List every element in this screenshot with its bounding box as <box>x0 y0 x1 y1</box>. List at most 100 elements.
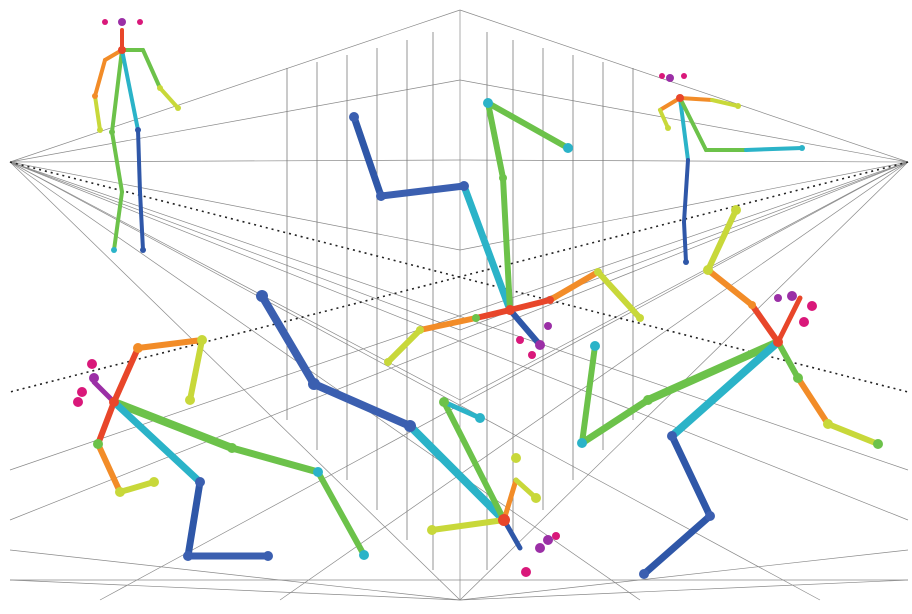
skeleton-joint <box>498 514 510 526</box>
skeleton-joint <box>135 127 141 133</box>
skeleton-bone <box>314 384 410 426</box>
skeleton-bone <box>672 436 710 516</box>
pose-figures <box>73 18 883 579</box>
skeleton-joint <box>359 550 369 560</box>
skeleton-joint <box>531 493 541 503</box>
skeleton-bone <box>598 272 640 318</box>
skeleton-joint <box>666 74 674 82</box>
skeleton-joint <box>227 443 237 453</box>
skeleton-joint <box>774 294 782 302</box>
skeleton-bone <box>112 50 122 132</box>
skeleton-joint <box>133 343 143 353</box>
skeleton-joint <box>748 301 756 309</box>
skeleton-joint <box>92 93 98 99</box>
skeleton-joint <box>102 19 108 25</box>
horizon-lines <box>10 162 908 392</box>
skeleton-joint <box>109 129 115 135</box>
skeleton-joint <box>577 438 587 448</box>
skeleton-bone <box>114 192 122 250</box>
skeleton-bone <box>95 60 105 96</box>
skeleton-joint <box>703 265 713 275</box>
skeleton-bone <box>476 310 510 318</box>
skeleton-joint <box>594 268 602 276</box>
skeleton-joint <box>505 305 515 315</box>
skeleton-joint <box>873 439 883 449</box>
skeleton-joint <box>731 205 741 215</box>
skeleton-bone <box>190 340 202 400</box>
skeleton-bone <box>798 378 828 424</box>
skeleton-joint <box>735 103 741 109</box>
skeleton-joint <box>308 378 320 390</box>
skeleton-bone <box>778 298 800 342</box>
skeleton-bone <box>672 342 778 436</box>
skeleton-joint <box>118 18 126 26</box>
skeleton-joint <box>511 453 521 463</box>
skeleton-joint <box>197 335 207 345</box>
skeleton-joint <box>93 439 103 449</box>
skeleton-joint <box>256 290 268 302</box>
skeleton-joint <box>665 125 671 131</box>
skeleton-bone <box>98 444 120 492</box>
skeleton-bone <box>778 342 798 378</box>
skeleton-bone <box>138 130 140 192</box>
skeleton-bone <box>160 88 178 108</box>
skeleton-bone <box>752 305 778 342</box>
skeleton-joint <box>73 397 83 407</box>
skeleton-joint <box>799 145 805 151</box>
skeleton-bone <box>582 400 648 443</box>
skeleton-joint <box>483 98 493 108</box>
skeleton-joint <box>404 420 416 432</box>
skeleton-bone <box>381 186 464 196</box>
skeleton-bone <box>114 402 232 448</box>
skeleton-joint <box>528 351 536 359</box>
skeleton-bone <box>680 98 712 100</box>
skeleton-joint <box>639 569 649 579</box>
skeleton-joint <box>416 326 424 334</box>
skeleton-bone <box>684 222 686 262</box>
skeleton-joint <box>544 322 552 330</box>
skeleton-joint <box>799 317 809 327</box>
skeleton-joint <box>823 419 833 429</box>
skeleton-bone <box>138 340 202 348</box>
skeleton-joint <box>77 387 87 397</box>
skeleton-joint <box>87 359 97 369</box>
skeleton-bone <box>488 103 503 178</box>
skeleton-bone <box>188 482 200 556</box>
skeleton-joint <box>773 337 783 347</box>
skeleton-joint <box>793 373 803 383</box>
skeleton-joint <box>89 373 99 383</box>
skeleton-joint <box>175 105 181 111</box>
skeleton-bone <box>510 310 540 345</box>
skeleton-joint <box>183 551 193 561</box>
skeleton-joint <box>787 291 797 301</box>
skeleton-joint <box>459 181 469 191</box>
skeleton-bone <box>114 402 200 482</box>
skeleton-joint <box>111 247 117 253</box>
skeleton-bone <box>828 424 878 444</box>
skeleton-joint <box>683 259 689 265</box>
skeleton-joint <box>349 112 359 122</box>
skeleton-bone <box>120 482 154 492</box>
skeleton-joint <box>195 477 205 487</box>
skeleton-bone <box>746 148 802 150</box>
skeleton-joint <box>115 487 125 497</box>
skeleton-bone <box>510 300 550 310</box>
skeleton-joint <box>185 395 195 405</box>
skeleton-joint <box>140 247 146 253</box>
skeleton-bone <box>432 520 504 530</box>
skeleton-bone <box>140 192 143 250</box>
skeleton-joint <box>263 551 273 561</box>
skeleton-bone <box>95 96 100 130</box>
skeleton-joint <box>472 314 480 322</box>
skeleton-bone <box>410 426 504 520</box>
skeleton-joint <box>475 413 485 423</box>
skeleton-bone <box>684 160 688 222</box>
skeleton-joint <box>521 567 531 577</box>
skeleton-joint <box>546 296 554 304</box>
skeleton-joint <box>137 19 143 25</box>
skeleton-bone <box>232 448 318 472</box>
skeleton-bone <box>114 348 138 402</box>
skeleton-joint <box>499 174 507 182</box>
skeleton-joint <box>636 314 644 322</box>
